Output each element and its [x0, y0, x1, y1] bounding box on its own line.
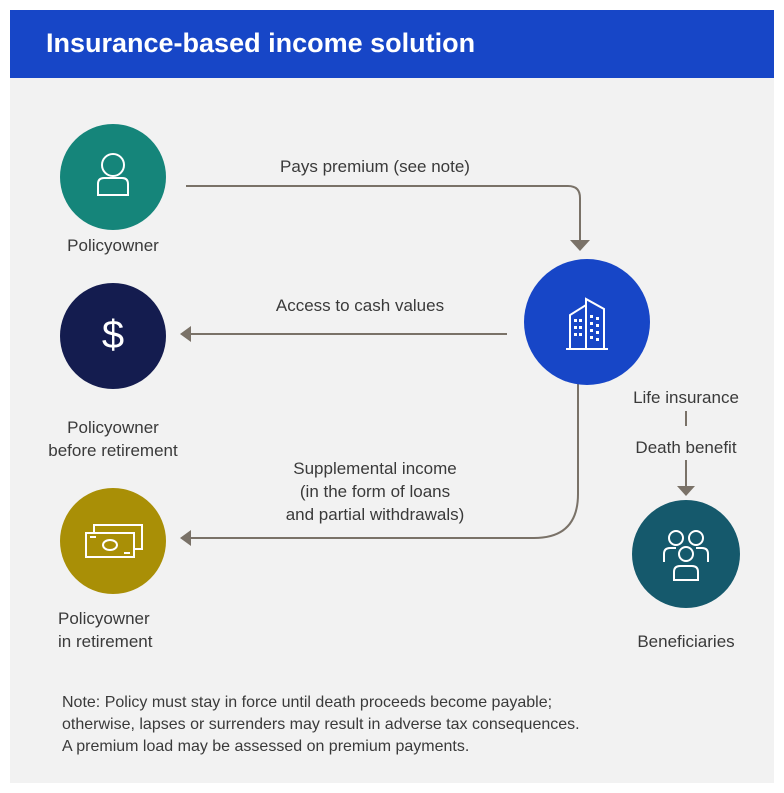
- supplemental-arrowhead: [180, 530, 191, 546]
- beneficiaries-label: Beneficiaries: [637, 632, 735, 651]
- life-insurance-label: Life insurance: [633, 388, 739, 407]
- footnote-line-1: Note: Policy must stay in force until de…: [62, 694, 553, 711]
- in-retirement-label-line-2: in retirement: [58, 632, 153, 651]
- in-retirement-label-line-1: Policyowner: [58, 609, 150, 628]
- before-retirement-label: Policyowner before retirement: [23, 416, 203, 462]
- dollar-icon: $: [101, 313, 125, 357]
- premium-arrowhead: [570, 240, 590, 251]
- footnote: Note: Policy must stay in force until de…: [62, 692, 580, 758]
- premium-flow-label: Pays premium (see note): [280, 157, 470, 176]
- premium-arrow-line: [186, 185, 581, 240]
- beneficiaries-node: [632, 500, 740, 608]
- before-retirement-label-line-1: Policyowner: [67, 418, 159, 437]
- cash-icon: [85, 524, 143, 558]
- death-benefit-arrowhead: [677, 486, 695, 496]
- policyowner-node: [60, 124, 166, 230]
- header-bar: Insurance-based income solution: [10, 10, 774, 78]
- footnote-line-2: otherwise, lapses or surrenders may resu…: [62, 716, 580, 733]
- death-benefit-label: Death benefit: [635, 438, 737, 457]
- in-retirement-node: [60, 488, 166, 594]
- building-icon: [566, 297, 608, 350]
- cash-values-flow-label: Access to cash values: [275, 296, 445, 315]
- supplemental-flow-label-line-2: (in the form of loans: [299, 482, 451, 501]
- supplemental-flow-label-line-1: Supplemental income: [293, 459, 457, 478]
- policyowner-label: Policyowner: [67, 236, 159, 255]
- before-retirement-label-line-2: before retirement: [48, 441, 178, 460]
- cash-values-arrowhead: [180, 326, 191, 342]
- in-retirement-label: Policyowner in retirement: [23, 607, 203, 653]
- supplemental-flow-label: Supplemental income (in the form of loan…: [245, 457, 505, 526]
- before-retirement-node: $: [60, 283, 166, 389]
- insurer-node: [524, 259, 650, 385]
- supplemental-arrow-line: [190, 367, 579, 539]
- supplemental-flow-label-line-3: and partial withdrawals): [285, 505, 465, 524]
- person-icon: [97, 153, 129, 196]
- page-title: Insurance-based income solution: [46, 28, 476, 58]
- footnote-line-3: A premium load may be assessed on premiu…: [62, 738, 470, 755]
- people-icon: [663, 530, 709, 581]
